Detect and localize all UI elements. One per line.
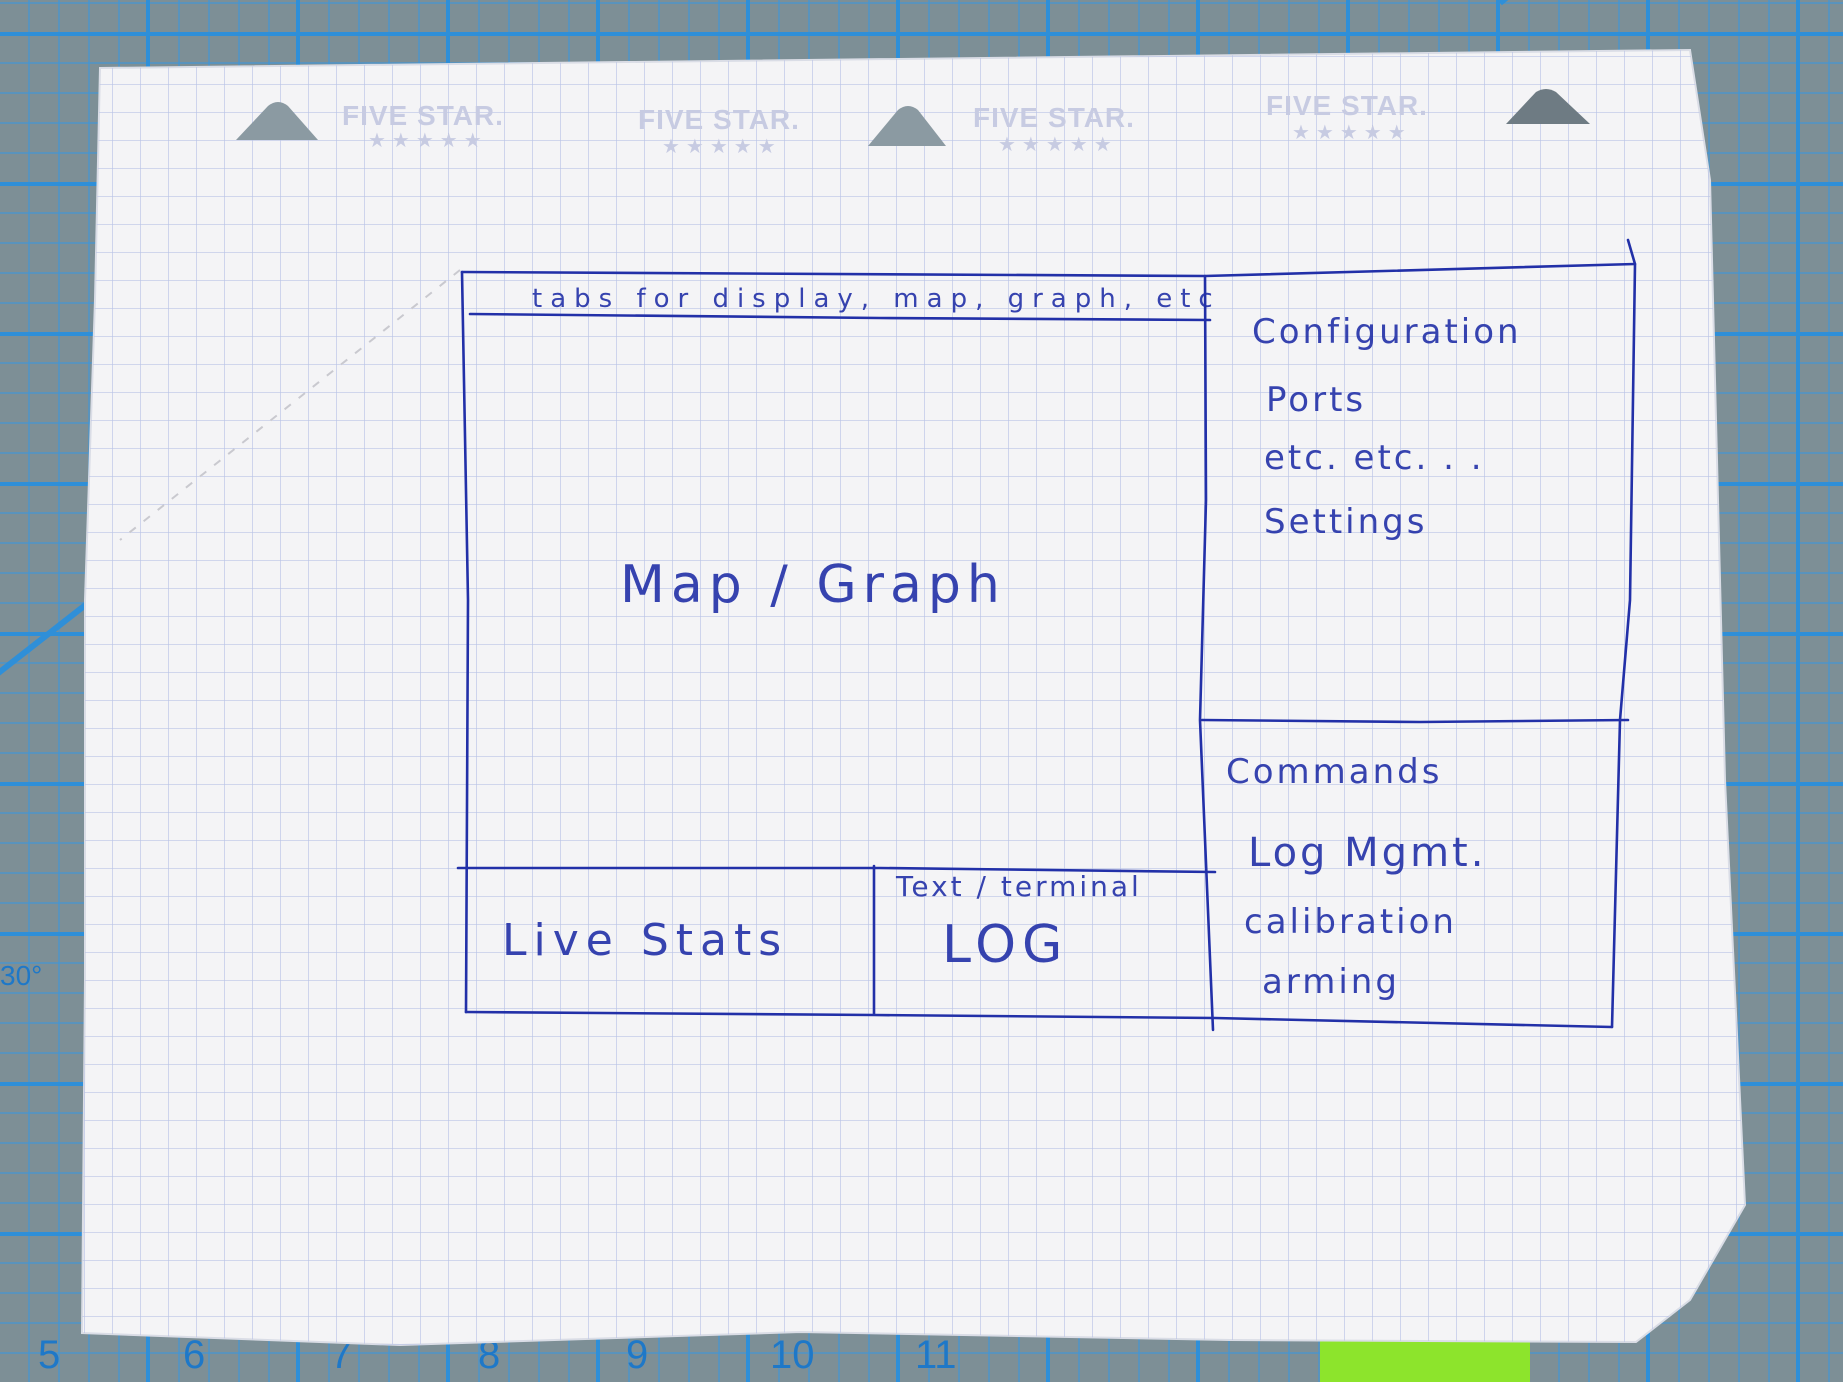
mat-number: 11 xyxy=(915,1333,957,1377)
live-stats-label: Live Stats xyxy=(502,915,789,966)
mat-number: 9 xyxy=(626,1333,649,1377)
brand-watermark: FIVE STAR. xyxy=(342,100,504,131)
brand-watermark: FIVE STAR. xyxy=(1266,90,1428,121)
frame-bottom xyxy=(464,1010,1614,1029)
config-item: Configuration xyxy=(1252,312,1522,352)
brand-watermark: FIVE STAR. xyxy=(638,104,800,135)
tabs-divider xyxy=(468,312,1212,322)
mat-number: 7 xyxy=(330,1333,353,1377)
mat-number: 10 xyxy=(770,1333,815,1377)
config-item: Ports xyxy=(1266,380,1367,420)
config-item: Settings xyxy=(1264,502,1428,542)
fold-line xyxy=(119,269,461,541)
map-graph-label: Map / Graph xyxy=(620,555,1006,615)
mat-angle-label: 30° xyxy=(0,960,43,991)
tabs-bar-label: tabs for display, map, graph, etc xyxy=(532,284,1221,314)
terminal-label: Text / terminal xyxy=(896,870,1142,903)
brand-stars: ★★★★★ xyxy=(368,128,488,152)
binder-hole xyxy=(1506,89,1590,124)
brand-stars: ★★★★★ xyxy=(998,132,1118,156)
brand-stars: ★★★★★ xyxy=(1292,120,1412,144)
frame-left xyxy=(460,270,470,1014)
brand-stars: ★★★★★ xyxy=(662,134,782,158)
mat-number: 8 xyxy=(478,1333,501,1377)
mat-ruler-numbers: 5 6 7 8 9 10 11 xyxy=(0,1322,1000,1382)
binder-hole xyxy=(236,102,318,140)
bottom-panel-top xyxy=(456,866,1217,874)
command-item: arming xyxy=(1262,962,1400,1002)
brand-watermark: FIVE STAR. xyxy=(973,102,1135,133)
command-item: calibration xyxy=(1244,902,1457,942)
mat-number: 6 xyxy=(183,1333,206,1377)
binder-hole xyxy=(868,106,946,146)
config-item: etc. etc. . . xyxy=(1264,438,1485,478)
mat-number: 5 xyxy=(38,1333,61,1377)
log-label: LOG xyxy=(942,915,1069,975)
command-item: Log Mgmt. xyxy=(1248,830,1487,876)
command-item: Commands xyxy=(1226,752,1443,792)
frame-right xyxy=(1610,238,1637,1029)
wireframe-sketch xyxy=(456,238,1637,1032)
sidebar-divider xyxy=(1198,274,1215,1032)
sidebar-split xyxy=(1200,718,1630,724)
